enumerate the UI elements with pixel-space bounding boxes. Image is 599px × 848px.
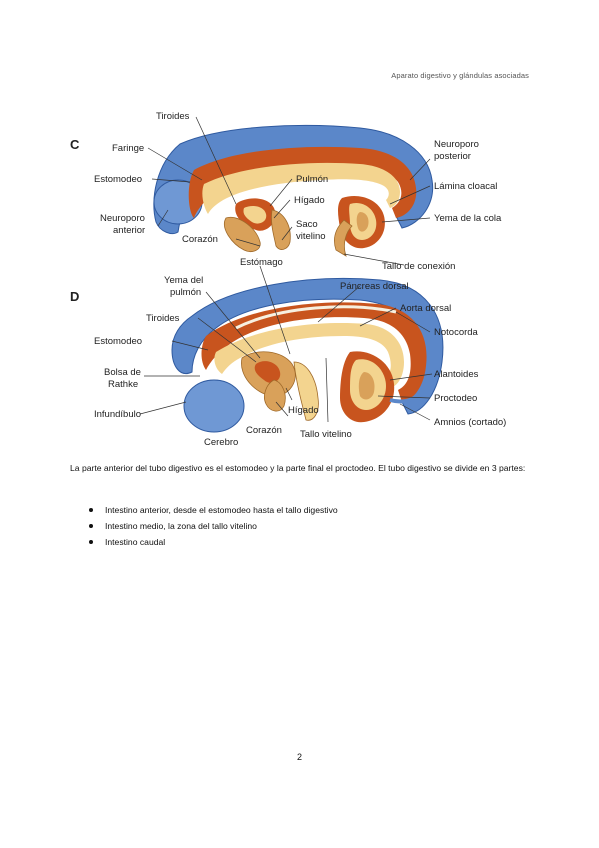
label-lamina-cloacal: Lámina cloacal [434,181,497,192]
label-neuroporo-anterior-1: Neuroporo [100,213,145,224]
label-higado-c: Hígado [294,195,325,206]
label-corazon-c: Corazón [182,234,218,245]
label-alantoides: Alantoides [434,369,479,380]
list-item-text: Intestino anterior, desde el estomodeo h… [105,505,338,515]
label-aorta-dorsal: Aorta dorsal [400,303,451,314]
panel-c-letter: C [70,137,80,152]
list-item-text: Intestino medio, la zona del tallo vitel… [105,521,257,531]
label-tiroides-d: Tiroides [146,313,180,324]
panel-c-leaders [147,116,431,266]
panel-d-letter: D [70,289,79,304]
label-neuroporo-posterior-2: posterior [434,151,471,162]
list-item: Intestino caudal [88,534,338,550]
label-faringe-c: Faringe [112,143,144,154]
list-item: Intestino medio, la zona del tallo vitel… [88,518,338,534]
label-proctodeo: Proctodeo [434,393,477,404]
label-pulmon-c: Pulmón [296,174,328,185]
label-tallo-conexion: Tallo de conexión [382,261,455,272]
label-amnios: Amnios (cortado) [434,417,506,428]
label-estomago: Estómago [240,257,283,268]
label-cerebro: Cerebro [204,437,238,448]
label-saco-vitelino-1: Saco [296,219,318,230]
label-higado-d: Hígado [288,405,319,416]
bullet-icon [89,540,93,544]
label-yema-cola: Yema de la cola [434,213,502,224]
gut-divisions-list: Intestino anterior, desde el estomodeo h… [88,502,338,550]
label-estomodeo-c: Estomodeo [94,174,142,185]
panel-d-leaders [139,265,433,423]
list-item-text: Intestino caudal [105,537,166,547]
page-number: 2 [296,752,302,762]
label-notocorda: Notocorda [434,327,479,338]
label-neuroporo-anterior-2: anterior [113,225,145,236]
list-item: Intestino anterior, desde el estomodeo h… [88,502,338,518]
label-tallo-vitelino: Tallo vitelino [300,429,352,440]
label-neuroporo-posterior-1: Neuroporo [434,139,479,150]
embryo-illustration: C D Tiroides Faringe Estomodeo [70,111,506,448]
label-corazon-d: Corazón [246,425,282,436]
embryo-figure: C D Tiroides Faringe Estomodeo [60,100,530,452]
panel-c-drawing [153,124,434,257]
label-bolsa-rathke-1: Bolsa de [104,367,141,378]
label-pancreas-dorsal: Páncreas dorsal [340,281,409,292]
label-infundibulo: Infundíbulo [94,409,141,420]
label-estomodeo-d: Estomodeo [94,336,142,347]
label-tiroides-c: Tiroides [156,111,190,122]
bullet-icon [89,524,93,528]
running-header: Aparato digestivo y glándulas asociadas [391,71,529,80]
panel-d-drawing [171,278,444,433]
label-saco-vitelino-2: vitelino [296,231,326,242]
bullet-icon [89,508,93,512]
label-yema-pulmon-2: pulmón [170,287,201,298]
intro-paragraph: La parte anterior del tubo digestivo es … [70,463,526,473]
label-yema-pulmon-1: Yema del [164,275,203,286]
label-bolsa-rathke-2: Rathke [108,379,138,390]
